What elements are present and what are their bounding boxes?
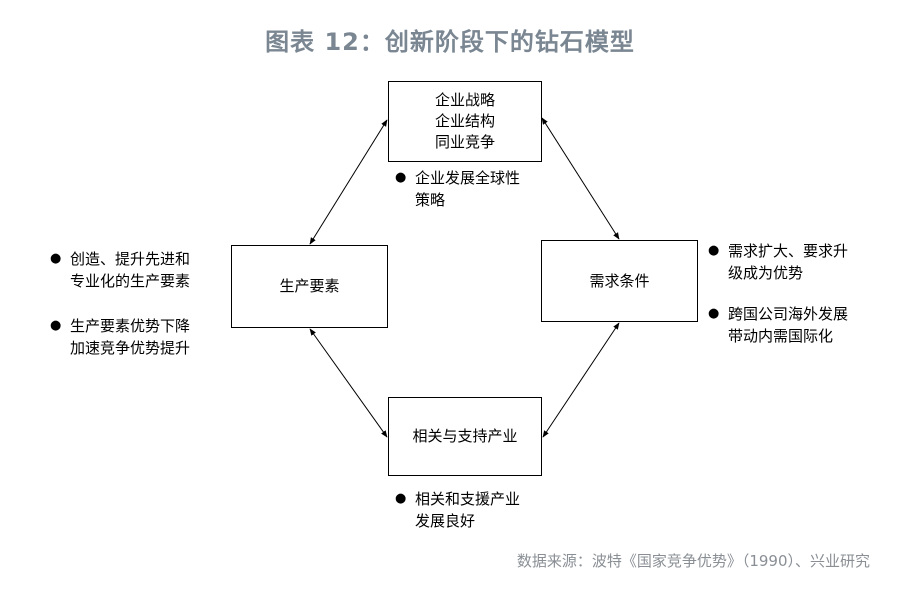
note-left-1-text: 创造、提升先进和 专业化的生产要素 — [70, 250, 191, 290]
note-top: ● 企业发展全球性 策略 — [395, 167, 585, 211]
bullet-icon: ● — [708, 243, 720, 258]
arrow-left-bottom — [309, 328, 388, 438]
note-right-2: ● 跨国公司海外发展 带动内需国际化 — [708, 303, 888, 347]
box-top-line-2: 企业结构 — [434, 112, 495, 130]
note-right-2-text: 跨国公司海外发展 带动内需国际化 — [728, 305, 849, 345]
box-factor-conditions: 生产要素 — [231, 245, 388, 328]
box-right-label: 需求条件 — [589, 271, 650, 290]
box-demand-conditions: 需求条件 — [541, 240, 698, 322]
note-left-2: ● 生产要素优势下降 加速竞争优势提升 — [50, 315, 230, 359]
bullet-icon: ● — [395, 170, 407, 185]
note-right-1-text: 需求扩大、要求升 级成为优势 — [728, 242, 849, 282]
note-bottom: ● 相关和支援产业 发展良好 — [395, 488, 585, 532]
box-related-industries: 相关与支持产业 — [388, 397, 542, 476]
figure-title: 图表 12：创新阶段下的钻石模型 — [265, 28, 635, 56]
box-top-line-3: 同业竞争 — [434, 133, 495, 151]
bullet-icon: ● — [50, 318, 62, 333]
note-top-text: 企业发展全球性 策略 — [415, 169, 521, 209]
bullet-icon: ● — [50, 251, 62, 266]
arrow-top-right — [541, 117, 620, 240]
arrow-right-bottom — [542, 322, 620, 438]
note-bottom-text: 相关和支援产业 发展良好 — [415, 490, 521, 530]
note-right-1: ● 需求扩大、要求升 级成为优势 — [708, 240, 888, 284]
arrow-top-left — [309, 119, 388, 245]
box-corporate-strategy: 企业战略 企业结构 同业竞争 — [388, 81, 542, 162]
note-left-1: ● 创造、提升先进和 专业化的生产要素 — [50, 248, 230, 292]
box-left-label: 生产要素 — [279, 277, 340, 295]
bullet-icon: ● — [708, 306, 720, 321]
bullet-icon: ● — [395, 491, 407, 506]
box-bottom-label: 相关与支持产业 — [412, 427, 518, 445]
note-left-2-text: 生产要素优势下降 加速竞争优势提升 — [70, 317, 191, 357]
source-note: 数据来源：波特《国家竞争优势》（1990）、兴业研究 — [516, 552, 870, 570]
box-top-line-1: 企业战略 — [434, 91, 495, 109]
